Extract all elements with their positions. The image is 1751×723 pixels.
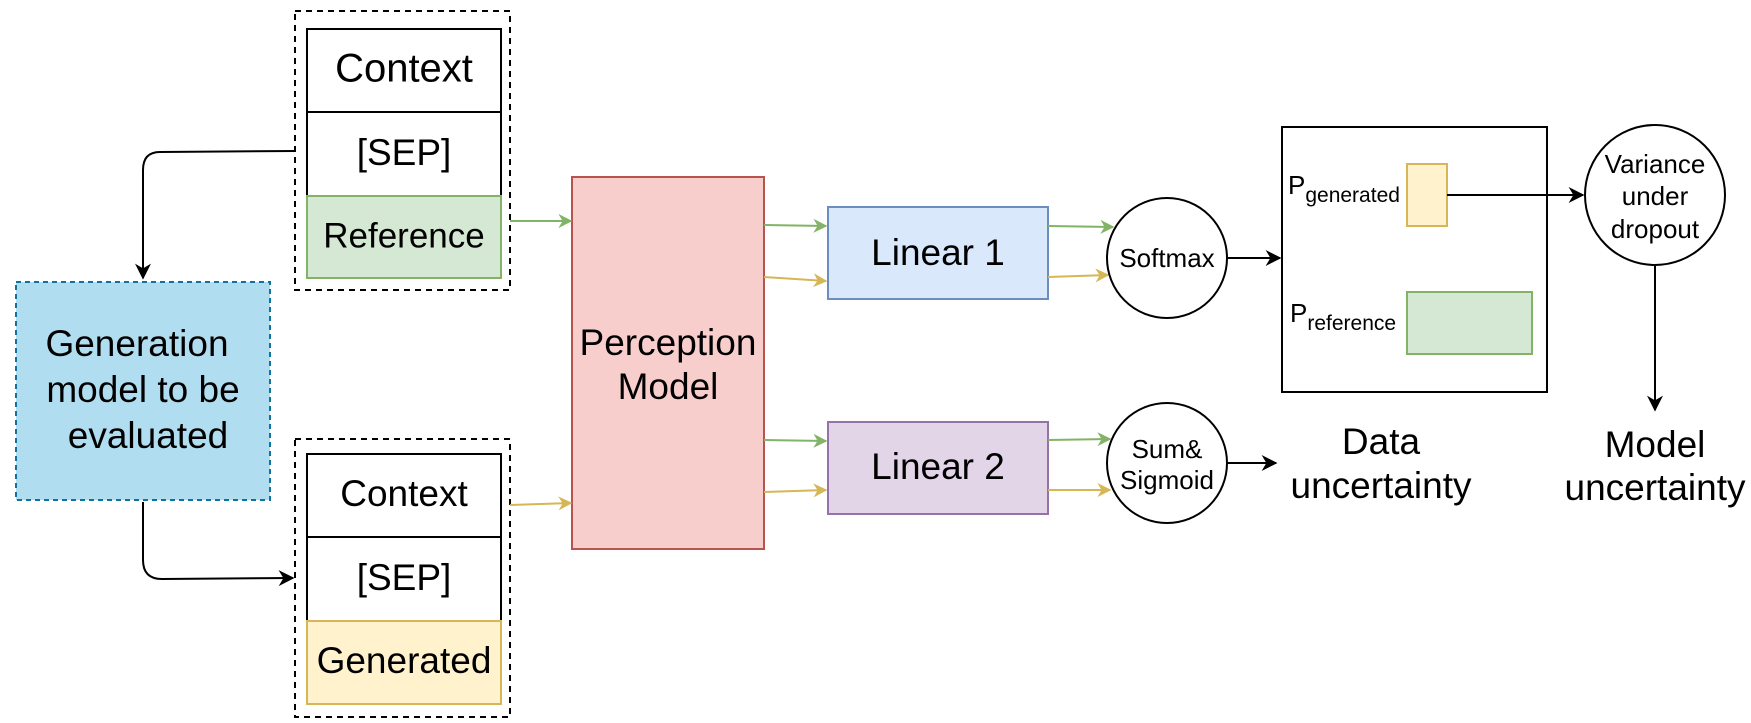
reference-label: Reference xyxy=(323,216,484,255)
generated-box xyxy=(306,620,502,705)
p-generated-label: Pgenerated xyxy=(1288,170,1400,207)
generation-model-to-bottom-input-arrow xyxy=(142,502,295,587)
linear1-box xyxy=(827,206,1049,300)
p-generated-sub: generated xyxy=(1305,184,1400,207)
bottom-input-dashed-border xyxy=(294,438,511,718)
p-reference-sub: reference xyxy=(1307,312,1396,335)
top-sep-label: [SEP] xyxy=(357,132,452,173)
linear2-label: Linear 2 xyxy=(871,446,1005,487)
generation-model-box xyxy=(15,281,271,501)
perception-model-line2: Model xyxy=(618,366,719,407)
variance-line3: dropout xyxy=(1611,214,1700,244)
p-generated-base: P xyxy=(1288,170,1305,200)
generation-model-line2: model to be xyxy=(46,369,239,410)
p-reference-label: Preference xyxy=(1290,298,1396,335)
perception-model-node: Perception Model xyxy=(571,176,765,550)
probability-box: Pgenerated Preference xyxy=(1281,126,1548,393)
generation-model-line1: Generation xyxy=(45,323,228,364)
top-input-group: Context [SEP] Reference xyxy=(294,10,511,291)
perception-to-linear2-yellow-arrow xyxy=(763,483,828,498)
linear1-to-softmax-yellow-arrow xyxy=(1047,268,1110,283)
generated-label: Generated xyxy=(317,640,492,681)
variance-node: Variance under dropout xyxy=(1584,124,1726,266)
generation-model-line3: evaluated xyxy=(68,415,228,456)
data-uncertainty-line2: uncertainty xyxy=(1291,465,1472,506)
top-sep-box xyxy=(306,111,502,197)
softmax-node: Softmax xyxy=(1106,197,1228,319)
top-input-dashed-border xyxy=(294,10,511,291)
perception-to-linear2-green-arrow xyxy=(763,433,828,448)
variance-line1: Variance xyxy=(1605,149,1706,179)
top-context-box xyxy=(306,28,502,113)
data-uncertainty-line1: Data xyxy=(1342,421,1421,462)
bottom-sep-label: [SEP] xyxy=(357,557,452,598)
sum-sigmoid-line2: Sigmoid xyxy=(1120,465,1214,495)
linear1-label: Linear 1 xyxy=(871,232,1005,273)
perception-to-linear1-green-arrow xyxy=(763,218,828,233)
softmax-label: Softmax xyxy=(1119,243,1214,273)
data-uncertainty-label: Data uncertainty xyxy=(1291,421,1472,506)
linear1-node: Linear 1 xyxy=(827,206,1049,300)
p-reference-bar xyxy=(1406,291,1533,355)
bottom-context-label: Context xyxy=(340,473,468,514)
perception-model-line1: Perception xyxy=(580,322,757,363)
bottom-context-box xyxy=(306,453,502,538)
perception-model-box xyxy=(571,176,765,550)
model-uncertainty-line1: Model xyxy=(1605,424,1706,465)
p-generated-bar xyxy=(1406,163,1448,227)
reference-box xyxy=(306,195,502,279)
p-reference-base: P xyxy=(1290,298,1307,328)
sum-sigmoid-node: Sum& Sigmoid xyxy=(1106,402,1228,524)
sum-sigmoid-line1: Sum& xyxy=(1132,434,1203,464)
linear2-node: Linear 2 xyxy=(827,421,1049,515)
linear1-to-softmax-green-arrow xyxy=(1047,219,1115,234)
bottom-input-group: Context [SEP] Generated xyxy=(294,438,511,718)
linear2-box xyxy=(827,421,1049,515)
linear2-to-sumsigmoid-green-arrow xyxy=(1047,432,1112,447)
top-context-label: Context xyxy=(335,47,473,91)
generated-to-perception-arrow xyxy=(509,496,573,511)
generation-model-node: Generation model to be evaluated xyxy=(15,281,271,501)
model-uncertainty-label: Model uncertainty xyxy=(1565,424,1746,508)
variance-line2: under xyxy=(1622,181,1689,211)
perception-to-linear1-yellow-arrow xyxy=(763,273,828,288)
model-uncertainty-line2: uncertainty xyxy=(1565,467,1746,508)
top-input-to-generation-model-arrow xyxy=(135,150,296,280)
